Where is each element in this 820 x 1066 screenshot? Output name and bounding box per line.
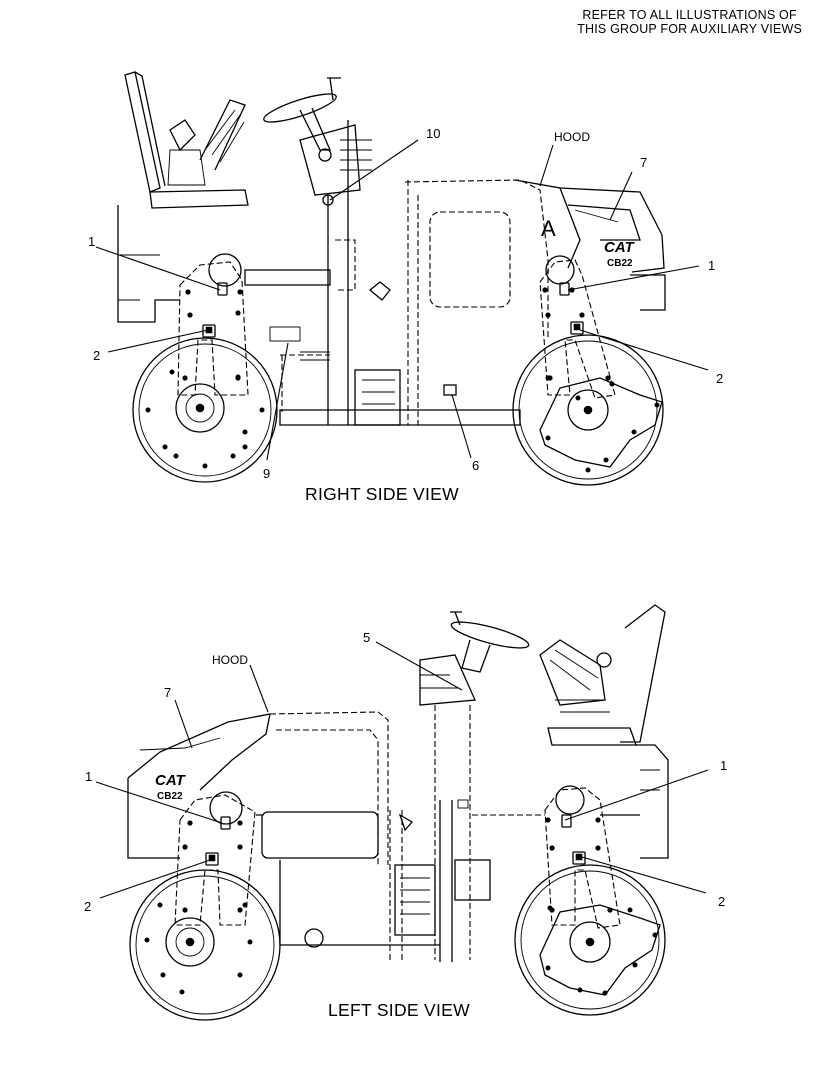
callout-7-right-view: 7 [640,155,647,170]
right-drum-right-view [512,255,664,486]
cat-logo-text-right: CAT [604,239,636,256]
callout-line-1-right-right-view [567,265,700,291]
callout-line-2-left-right-view [107,329,209,353]
callout-1-right-right-view: 1 [708,258,715,273]
left-side-view-title: LEFT SIDE VIEW [328,1000,470,1020]
note-line-1: REFER TO ALL ILLUSTRATIONS OF [582,8,797,22]
callout-line-1-right-left-view [564,769,709,821]
decal-6-right [443,384,457,396]
note-line-2: THIS GROUP FOR AUXILIARY VIEWS [577,22,802,36]
callout-line-6 [451,394,472,459]
cb22-model-text-right: CB22 [607,258,633,269]
callout-line-2-left-left-view [99,859,211,899]
callout-line-2-right-left-view [581,856,707,894]
cat-decal-left: CAT CB22 [155,772,187,802]
callout-1-right-left-view: 1 [720,758,727,773]
callout-2-left-left-view: 2 [84,899,91,914]
callout-line-hood-left-view [249,664,269,713]
callout-1-left-left-view: 1 [85,769,92,784]
operator-seat-right [124,71,249,209]
engine-housing-left [127,711,440,960]
right-side-view-drawing: CAT CB22 A 1 2 9 6 10 HOOD 7 1 2 [88,71,723,486]
callout-hood-left-view: HOOD [212,653,248,667]
steering-wheel-left [419,611,530,962]
cat-logo-text-left: CAT [155,772,187,789]
cat-decal-right: CAT CB22 [604,239,636,269]
callout-2-left-right-view: 2 [93,348,100,363]
engine-housing-right [244,179,665,426]
callout-2-right-left-view: 2 [718,894,725,909]
left-side-view-drawing: CAT CB22 5 HOOD 7 1 2 1 2 [84,604,727,1021]
center-section-right [269,281,401,426]
callout-10: 10 [426,126,440,141]
callout-line-1-left-left-view [95,781,223,824]
auxiliary-views-note: REFER TO ALL ILLUSTRATIONS OF THIS GROUP… [577,8,802,36]
callout-line-1-left-right-view [95,246,221,291]
right-side-view-title: RIGHT SIDE VIEW [305,484,459,504]
callout-7-left-view: 7 [164,685,171,700]
right-drum-left-view [514,785,666,1016]
callout-line-5 [375,641,463,691]
callout-line-10 [329,139,419,201]
callout-line-hood-right-view [539,144,554,187]
callout-6: 6 [472,458,479,473]
callout-5: 5 [363,630,370,645]
steering-wheel-right [263,77,372,206]
callout-hood-right-view: HOOD [554,130,590,144]
callout-1-left-right-view: 1 [88,234,95,249]
callout-line-2-right-right-view [579,329,709,371]
frame-post-right [327,120,349,425]
callout-line-9 [266,342,289,461]
callout-line-7-right-view [609,171,633,221]
callout-line-7-left-view [174,699,193,749]
view-letter-a: A [541,216,556,241]
callout-9: 9 [263,466,270,481]
left-drum-left-view [129,791,281,1021]
operator-seat-left [539,604,669,859]
left-drum-right-view [132,253,278,483]
rear-body-right [117,205,180,323]
callout-2-right-right-view: 2 [716,371,723,386]
cb22-model-text-left: CB22 [157,791,183,802]
